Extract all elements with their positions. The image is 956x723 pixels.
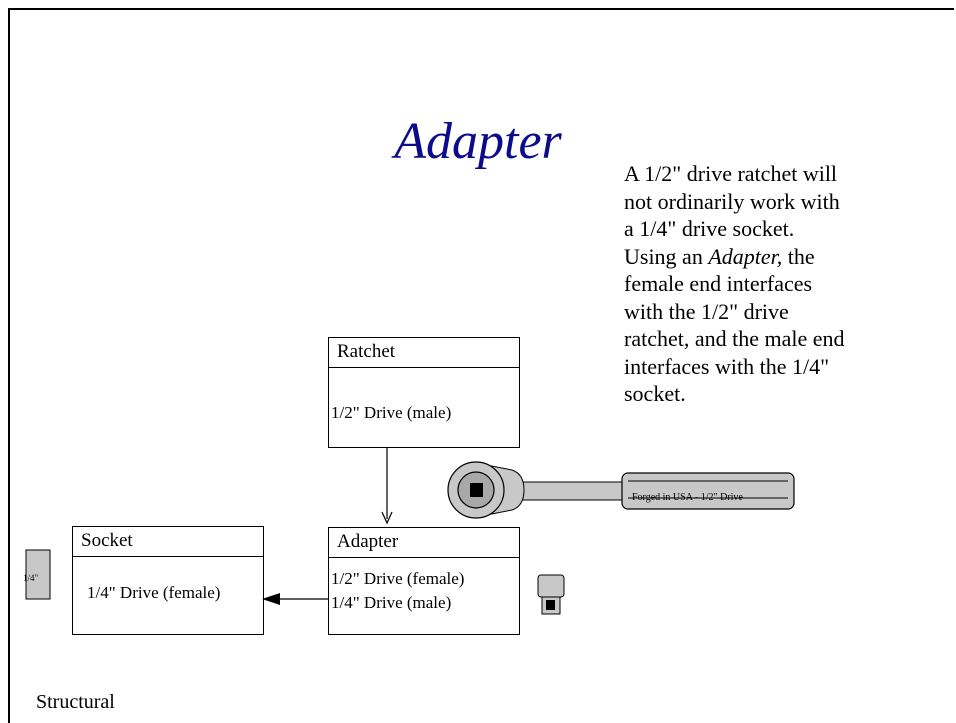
description-line: not ordinarily work with [624,188,840,214]
ratchet-attribute: 1/2" Drive (male) [331,403,452,422]
adapter-attribute-female: 1/2" Drive (female) [331,569,465,588]
adapter-class-header: Adapter [329,528,519,558]
socket-attribute: 1/4" Drive (female) [87,583,221,602]
ratchet-to-adapter-arrow [381,448,393,525]
slide-title: Adapter [394,113,562,170]
description-line: a 1/4" drive socket. [624,216,795,241]
socket-size-label: 1/4" [23,573,39,583]
adapter-illustration [537,574,565,615]
description-line: with the 1/2" drive [624,298,789,324]
socket-class-name: Socket [81,530,133,551]
adapter-attribute-male: 1/4" Drive (male) [331,593,452,612]
description-fragment: the [782,243,815,269]
ratchet-class-header: Ratchet [329,338,519,368]
footer-label: Structural [36,691,115,713]
slide-frame [8,8,954,723]
description-line: Using an Adapter, the [624,243,924,271]
ratchet-illustration: Forged in USA - 1/2" Drive [447,461,795,519]
socket-illustration: 1/4" [23,549,51,600]
socket-class-header: Socket [73,527,263,557]
ratchet-class-box: Ratchet 1/2" Drive (male) [328,337,520,448]
description-line: socket. [624,381,686,406]
description-line: interfaces with the 1/4" [624,353,830,379]
description-line: ratchet, and the male end [624,326,845,351]
adapter-class-name: Adapter [337,531,399,552]
adapter-to-socket-arrow [262,593,328,605]
description-fragment: Using an [624,243,709,269]
socket-class-box: Socket 1/4" Drive (female) [72,526,264,635]
ratchet-class-name: Ratchet [337,341,396,362]
description-line: female end interfaces [624,271,813,296]
description-emphasis: Adapter, [708,243,783,269]
description-text: A 1/2" drive ratchet will not ordinarily… [624,160,924,408]
adapter-class-box: Adapter 1/2" Drive (female) 1/4" Drive (… [328,527,520,635]
ratchet-handle-engraving: Forged in USA - 1/2" Drive [632,492,743,503]
description-line: A 1/2" drive ratchet will [624,161,838,186]
